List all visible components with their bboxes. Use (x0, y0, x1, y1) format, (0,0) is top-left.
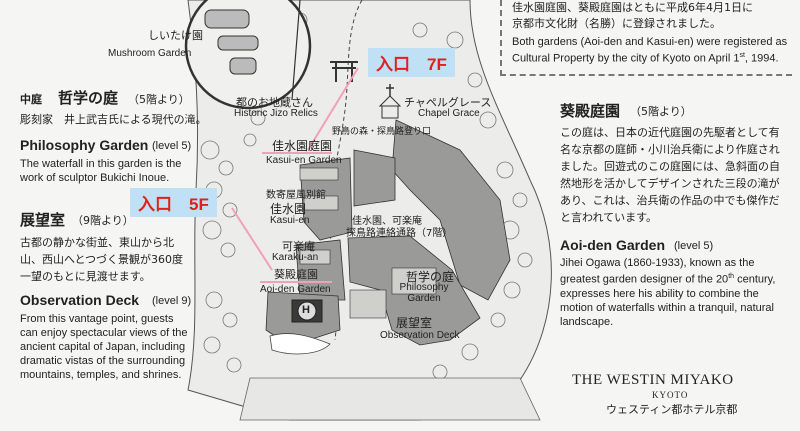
tree-texture (200, 12, 533, 380)
heliport-pad (291, 299, 323, 323)
map-label-kasuien-garden-jp: 佳水園庭園 (272, 139, 333, 153)
philosophy-level-en: (level 5) (152, 140, 192, 152)
mushroom-label-jp: しいたけ園 (148, 29, 203, 42)
map-label-aoiden-garden-en: Aoi-den Garden (260, 284, 331, 295)
philosophy-body-jp: 彫刻家 井上武吉氏による現代の滝。 (20, 113, 207, 126)
notice-box (500, 0, 792, 76)
notice-en-text: Both gardens (Aoi-den and Kasui-en) were… (512, 36, 788, 65)
notice-en: Both gardens (Aoi-den and Kasui-en) were… (512, 36, 790, 66)
notice-jp-line1: 佳水園庭園、葵殿庭園はともに平成6年4月1日に (512, 1, 753, 14)
brand-city: KYOTO (652, 390, 689, 400)
observation-body-jp: 古都の静かな街並、東山から北山、西山へとつづく景観が360度一望のもとに見渡せま… (20, 236, 184, 283)
map-label-jizo-en: Historic Jizo Relics (234, 108, 318, 119)
map-label-karakuan-jp: 可楽庵 (282, 240, 315, 253)
aoiden-body-en-1: Jihei Ogawa (1860-1933), known as the gr… (560, 257, 755, 286)
map-label-chapel-jp: チャペルグレース (404, 96, 492, 109)
philosophy-level-jp: （5階より） (128, 93, 190, 106)
map-label-deck-en: Observation Deck (380, 330, 460, 341)
brand-name: THE WESTIN MIYAKO (572, 372, 734, 388)
observation-level-jp: （9階より） (72, 214, 134, 227)
aoiden-title-en: Aoi-den Garden (560, 237, 666, 253)
observation-title-en: Observation Deck (20, 292, 140, 308)
lower-terrace (239, 377, 541, 421)
aoiden-level-en: (level 5) (674, 240, 714, 252)
brand-jp: ウェスティン都ホテル京都 (606, 403, 738, 416)
entrance-5f-badge: 入口 5F (130, 188, 217, 217)
map-label-philo-en: Philosophy Garden (399, 282, 449, 304)
philosophy-title-jp: 哲学の庭 (58, 89, 119, 107)
aoiden-body-en-2: century, expresses here his ability to c… (560, 273, 776, 328)
aoiden-title-jp: 葵殿庭園 (560, 102, 621, 120)
philosophy-tag: 中庭 (20, 93, 42, 106)
chapel-icon (378, 84, 402, 119)
map-label-deck-jp: 展望室 (396, 316, 433, 330)
map-label-jizo-jp: 都のお地蔵さん (236, 96, 313, 109)
aoiden-body-en-sup: th (728, 273, 735, 280)
map-label-trail: 野鳥の森・探鳥路登り口 (332, 126, 432, 136)
map-label-corridor-1: 佳水園、可楽庵 (352, 216, 422, 227)
map-label-chapel-en: Chapel Grace (418, 108, 480, 119)
map-label-aoiden-garden-jp: 葵殿庭園 (274, 268, 318, 281)
mushroom-logs (204, 9, 259, 75)
pointer-7f (307, 67, 359, 151)
map-label-karakuan-en: Karaku-an (272, 252, 319, 263)
map-label-corridor-2: 探鳥路連絡通路（7階） (346, 228, 453, 239)
map-label-kasuien-jp: 佳水園 (270, 202, 307, 216)
mushroom-label-en: Mushroom Garden (108, 48, 192, 59)
notice-en-sup: st (739, 52, 745, 59)
philosophy-body-en: The waterfall in this garden is the work… (20, 158, 182, 184)
entrance-7f-badge: 入口 7F (368, 48, 455, 77)
pointer-5f (231, 207, 273, 271)
pond (269, 333, 331, 355)
philosophy-title-en: Philosophy Garden (20, 137, 149, 153)
aoiden-level-jp: （5階より） (630, 105, 692, 118)
map-label-kasuien-en: Kasui-en (270, 215, 310, 226)
notice-jp-line2: 京都市文化財（名勝）に登録されました。 (512, 17, 721, 30)
map-label-sukiya-jp: 数寄屋風別館 (266, 190, 326, 201)
notice-en-tail: , 1994. (744, 52, 779, 65)
aoiden-body-jp: この庭は、日本の近代庭園の先駆者として有名な京都の庭師・小川治兵衛により作庭され… (560, 126, 780, 224)
map-label-kasuien-garden-en: Kasui-en Garden (266, 155, 342, 166)
observation-level-en: (level 9) (152, 295, 192, 307)
building-highlights (299, 167, 437, 319)
map-label-philo-jp: 哲学の庭 (406, 270, 455, 284)
observation-title-jp: 展望室 (20, 211, 66, 229)
aoiden-body-en: Jihei Ogawa (1860-1933), known as the gr… (560, 256, 786, 329)
heliport-label: H (302, 304, 310, 316)
observation-body-en: From this vantage point, guests can enjo… (20, 313, 188, 381)
